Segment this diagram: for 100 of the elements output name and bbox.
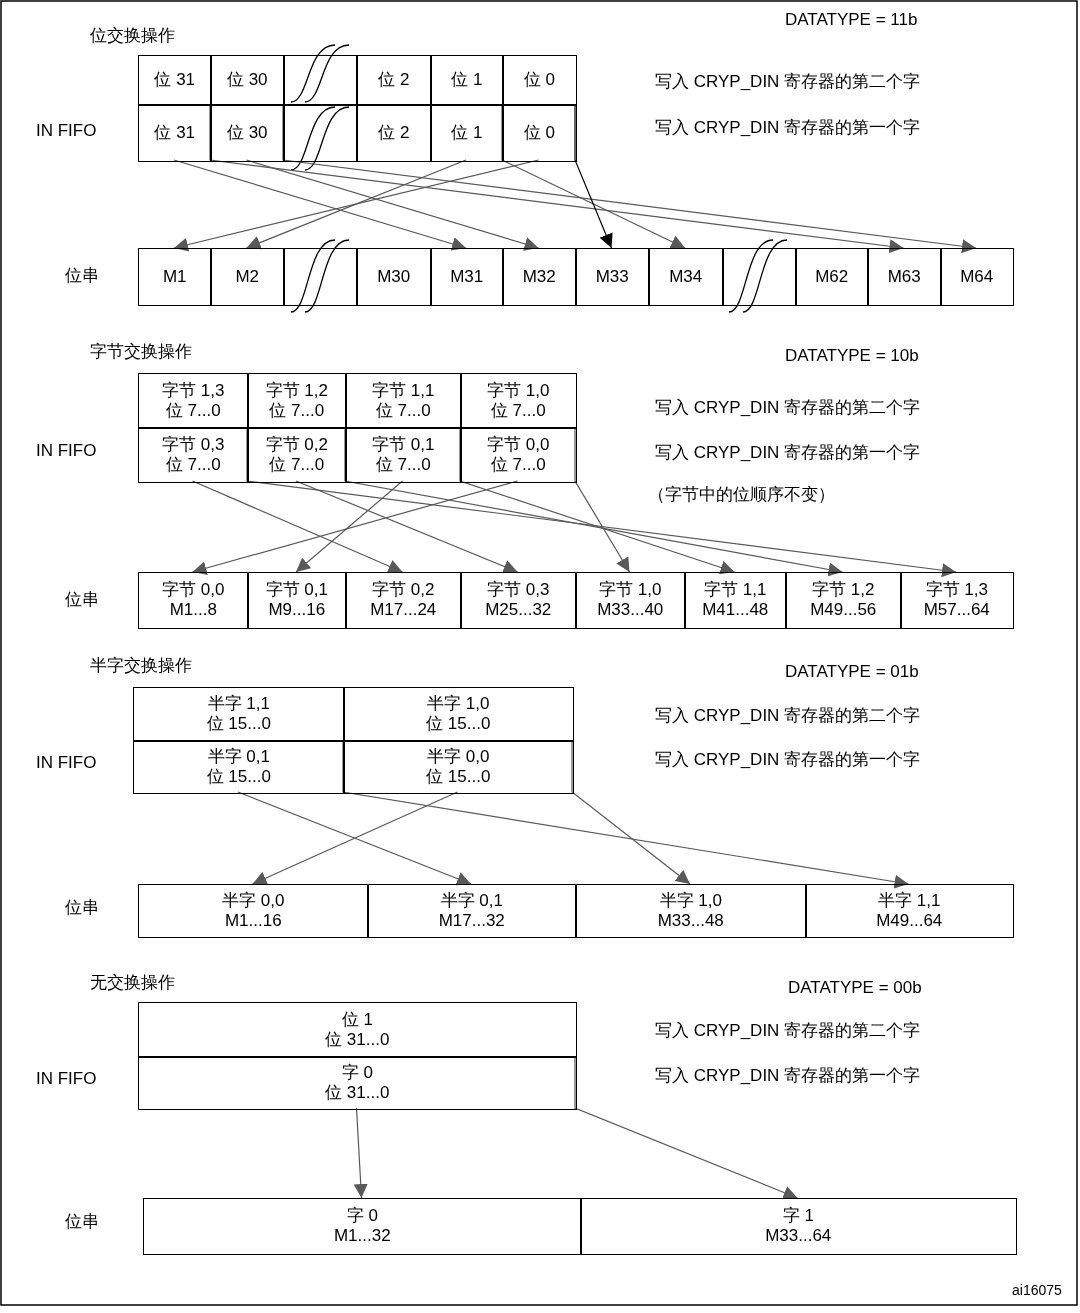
cell-text: 位 7...0 (269, 454, 325, 475)
arrow (353, 1107, 368, 1199)
datatype-label: DATATYPE = 10b (785, 346, 919, 366)
fifo-cell (138, 373, 249, 429)
fifo-cell (210, 104, 285, 162)
cell-text: M57...64 (923, 600, 990, 621)
arrow (245, 159, 540, 251)
cell-text: 位 2 (378, 122, 410, 143)
fifo-cell (356, 55, 432, 106)
cell-text: M31 (450, 266, 484, 287)
section-title: 字节交换操作 (90, 342, 192, 362)
cell-text: 位 7...0 (269, 400, 325, 421)
cell-text: M64 (960, 266, 994, 287)
arrow (574, 103, 613, 249)
fifo-cell (345, 427, 462, 483)
cell-text: M62 (815, 266, 849, 287)
arrow (574, 1055, 799, 1200)
cell-text: 位 15...0 (206, 714, 271, 735)
cell-text: 位 30 (226, 70, 268, 91)
cell-text: 字节 1,3 (925, 580, 988, 601)
cell-text: 字节 1,0 (487, 380, 550, 401)
bit-string-cell (940, 248, 1014, 306)
cell-text: M9...16 (268, 600, 326, 621)
fifo-cell (502, 55, 577, 106)
bit-string-label: 位串 (65, 898, 99, 918)
cell-text: M63 (887, 266, 921, 287)
bit-string-cell (460, 572, 577, 629)
bit-string-label: 位串 (65, 266, 99, 286)
fifo-cell (138, 427, 249, 483)
cell-text: M49...56 (810, 600, 877, 621)
cell-text: 半字 0,1 (207, 746, 270, 767)
cell-text: 位 31...0 (325, 1082, 390, 1103)
cell-text: M33...48 (657, 910, 724, 931)
bit-string-cell (430, 248, 504, 306)
bit-string-cell (575, 572, 686, 629)
bit-string-cell (210, 248, 285, 306)
fifo-label: IN FIFO (36, 1069, 97, 1089)
cell-text: 字节 1,1 (372, 380, 435, 401)
cell-text: 位 7...0 (165, 400, 221, 421)
bit-string-cell (356, 248, 432, 306)
bit-string-cell (867, 248, 942, 306)
bit-string-cell (138, 572, 249, 629)
bit-string-cell (138, 884, 369, 938)
note: 写入 CRYP_DIN 寄存器的第二个字 (655, 398, 921, 418)
arrow (295, 480, 404, 573)
fifo-cell (133, 740, 345, 794)
fifo-label: IN FIFO (36, 121, 97, 141)
cell-text: M2 (235, 266, 260, 287)
cell-text: 字节 1,2 (265, 380, 328, 401)
fifo-cell (430, 55, 504, 106)
cell-text: 位 1 (341, 1009, 373, 1030)
cell-text: 字节 1,3 (162, 380, 225, 401)
cell-text: M33 (595, 266, 629, 287)
fifo-cell (210, 55, 285, 106)
cell-text: M25...32 (485, 600, 552, 621)
cell-text: 字 0 (346, 1206, 378, 1227)
cell-text: 字节 0,2 (265, 434, 328, 455)
bit-string-cell (684, 572, 787, 629)
cell-text: 字节 1,1 (704, 580, 767, 601)
cell-text: 位 1 (451, 70, 483, 91)
bit-string-cell (580, 1198, 1017, 1255)
cell-text: 字节 0,0 (487, 434, 550, 455)
fifo-cell (460, 373, 577, 429)
cell-text: M33...40 (597, 600, 664, 621)
cell-text: 位 30 (226, 122, 268, 143)
cell-text: 半字 0,0 (222, 890, 285, 911)
bit-string-cell (143, 1198, 582, 1255)
note: （字节中的位顺序不变） (648, 485, 835, 505)
cell-text: 字节 1,0 (599, 580, 662, 601)
arrow (344, 426, 844, 577)
note: 写入 CRYP_DIN 寄存器的第二个字 (655, 706, 921, 726)
arrow (342, 739, 910, 889)
arrow (574, 426, 631, 573)
cell-text: 位 7...0 (375, 454, 431, 475)
fifo-cell (138, 1002, 577, 1058)
cell-text: M34 (669, 266, 703, 287)
cell-text: 位 0 (523, 70, 555, 91)
cell-text: M1...32 (333, 1226, 391, 1247)
arrow (191, 480, 519, 575)
cell-text: M33...64 (765, 1226, 832, 1247)
cell-text: 半字 0,1 (440, 890, 503, 911)
arrow (282, 103, 977, 254)
fifo-cell (345, 373, 462, 429)
empty-cell (722, 248, 797, 306)
cell-text: M1...8 (169, 600, 217, 621)
cell-text: 位 15...0 (426, 714, 491, 735)
section-title: 无交换操作 (90, 973, 175, 993)
cell-text: 位 31 (154, 70, 196, 91)
datatype-label: DATATYPE = 01b (785, 662, 919, 682)
cell-text: M32 (522, 266, 556, 287)
cell-text: 位 7...0 (490, 454, 546, 475)
fifo-label: IN FIFO (36, 441, 97, 461)
arrow (191, 480, 404, 573)
cell-text: 半字 1,1 (878, 890, 941, 911)
fifo-cell (460, 427, 577, 483)
bit-string-label: 位串 (65, 590, 99, 610)
bit-string-cell (648, 248, 724, 306)
section-title: 位交换操作 (90, 26, 175, 46)
cell-text: 位 7...0 (375, 400, 431, 421)
arrow (571, 739, 691, 885)
